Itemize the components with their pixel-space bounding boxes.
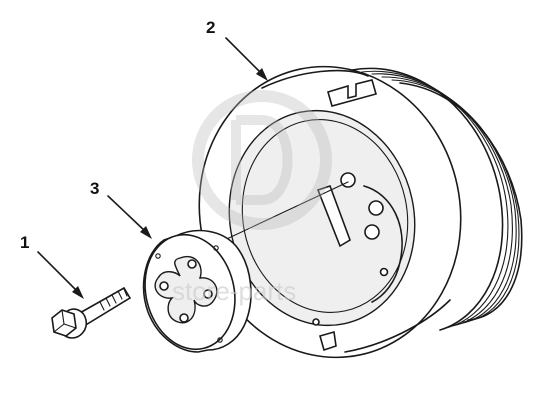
callout-2: 2 [206, 18, 215, 37]
balancer-hole-3 [364, 224, 380, 240]
callout-1: 1 [20, 233, 29, 252]
balancer-top-notch [327, 79, 377, 107]
balancer-hole-4 [379, 267, 389, 277]
balancer-inner-face [228, 109, 416, 327]
alignment-line [215, 181, 349, 245]
balancer-keyway-slot [316, 184, 351, 248]
hub-spacer [142, 229, 252, 353]
leader-line-3 [107, 195, 152, 239]
pulley-grooves [351, 67, 523, 331]
watermark-logo [192, 90, 332, 230]
bolt [51, 286, 132, 339]
balancer-hole-5 [312, 318, 320, 326]
hub-center-pattern [154, 255, 218, 324]
leader-line-1 [37, 251, 84, 299]
hub-hole-bottom [179, 313, 189, 323]
balancer-bottom-notch [319, 330, 337, 352]
hub-hole-top [187, 259, 197, 269]
hub-hole-right [203, 289, 213, 299]
watermark-text: store-parts [172, 276, 296, 306]
callout-3: 3 [90, 179, 99, 198]
balancer-hole-2 [368, 200, 384, 216]
hub-hole-left [159, 281, 169, 291]
leader-line-2 [225, 37, 268, 81]
